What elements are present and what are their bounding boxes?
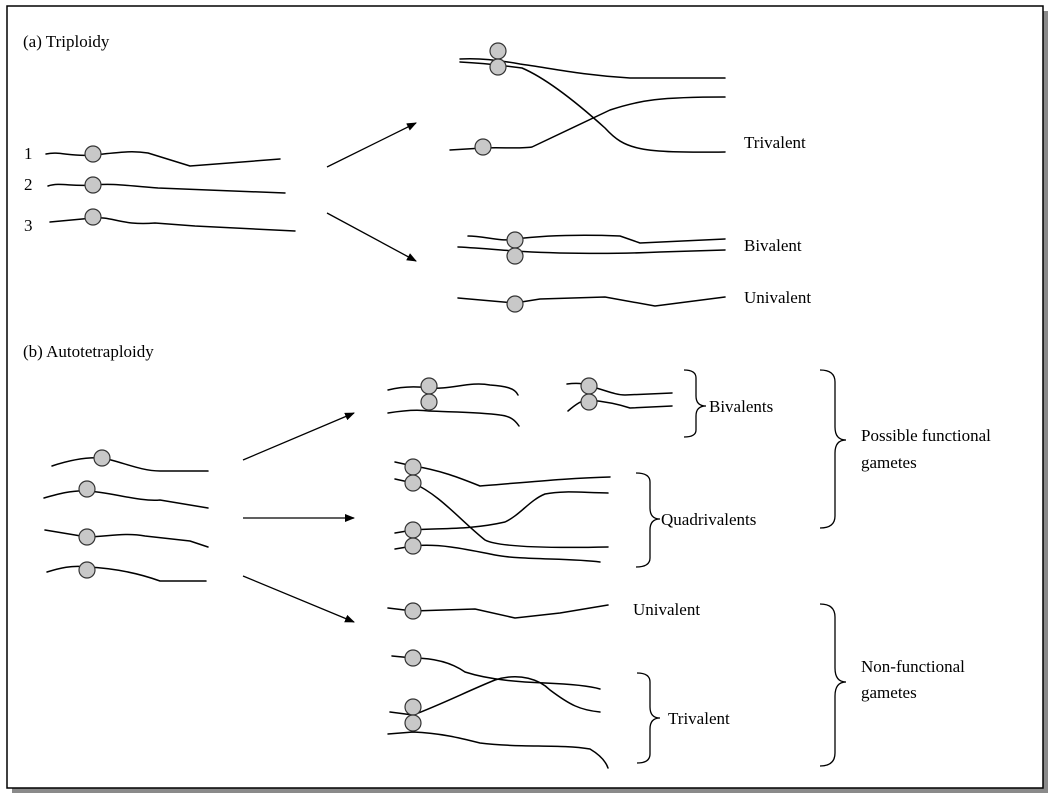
chromosome-line (389, 676, 601, 716)
chromosome-line (467, 234, 726, 244)
diagram-frame (6, 5, 1044, 789)
centromere (84, 208, 102, 226)
functional-gametes-brace (819, 369, 847, 529)
centromere (404, 458, 422, 476)
panel-b-bivalent-left (387, 377, 520, 427)
panel-a-bivalent (457, 231, 726, 265)
chromosome-line (394, 544, 601, 563)
trivalent-label: Trivalent (744, 133, 806, 152)
panel-a-univalent (457, 295, 726, 313)
chromosome-number-2: 2 (24, 175, 33, 194)
quadrivalents-brace (635, 472, 661, 568)
univalent-label: Univalent (744, 288, 811, 307)
bivalents-label: Bivalents (709, 397, 773, 416)
chromosome-line (457, 296, 726, 307)
trivalent-label-b: Trivalent (668, 709, 730, 728)
chromosome-line (391, 655, 601, 690)
chromosome-number-1: 1 (24, 144, 33, 163)
panel-b-univalent (387, 602, 609, 620)
chromosome-line (394, 491, 609, 534)
centromere (404, 474, 422, 492)
bivalents-brace (683, 369, 707, 438)
centromere (404, 714, 422, 732)
centromere (580, 393, 598, 411)
centromere (474, 138, 492, 156)
chromosome-line (394, 461, 611, 487)
chromosome-line (394, 478, 609, 549)
centromere (489, 42, 507, 60)
centromere (580, 377, 598, 395)
chromosome-line (449, 96, 726, 151)
arrow-to-nonfunctional (242, 575, 355, 623)
centromere (84, 145, 102, 163)
centromere (84, 176, 102, 194)
centromere (93, 449, 111, 467)
centromere (404, 521, 422, 539)
arrow-to-bivalents (242, 412, 355, 461)
chromosome-line (459, 58, 726, 79)
functional-gametes-label-line2: gametes (861, 453, 917, 472)
centromere (78, 528, 96, 546)
functional-gametes-label-line1: Possible functional (861, 426, 991, 445)
centromere (420, 377, 438, 395)
chromosome-line (387, 731, 609, 769)
panel-b-quadrivalent (394, 458, 611, 563)
chromosome-line (387, 383, 519, 396)
chromosome-line (457, 246, 726, 255)
centromere (404, 649, 422, 667)
centromere (506, 231, 524, 249)
bivalent-label: Bivalent (744, 236, 802, 255)
centromere (506, 295, 524, 313)
panel-a-trivalent (449, 42, 726, 156)
quadrivalents-label: Quadrivalents (661, 510, 756, 529)
trivalent-brace (636, 672, 661, 764)
centromere (78, 480, 96, 498)
centromere (404, 537, 422, 555)
centromere (489, 58, 507, 76)
centromere (420, 393, 438, 411)
arrow-to-bivalent-univalent (326, 212, 417, 262)
centromere (404, 602, 422, 620)
panel-b-bivalent-right (566, 377, 673, 412)
panel-b-trivalent (387, 649, 609, 769)
centromere (78, 561, 96, 579)
nonfunctional-gametes-label-line1: Non-functional (861, 657, 965, 676)
panel-a-title: (a) Triploidy (23, 32, 110, 51)
univalent-label-b: Univalent (633, 600, 700, 619)
panel-a-chromosomes (45, 145, 296, 232)
arrow-to-trivalent (326, 122, 417, 168)
chromosome-line (387, 409, 520, 427)
centromere (404, 698, 422, 716)
panel-b-title: (b) Autotetraploidy (23, 342, 154, 361)
nonfunctional-gametes-brace (819, 603, 847, 767)
panel-b-chromosomes (43, 449, 209, 582)
centromere (506, 247, 524, 265)
chromosome-number-3: 3 (24, 216, 33, 235)
nonfunctional-gametes-label-line2: gametes (861, 683, 917, 702)
